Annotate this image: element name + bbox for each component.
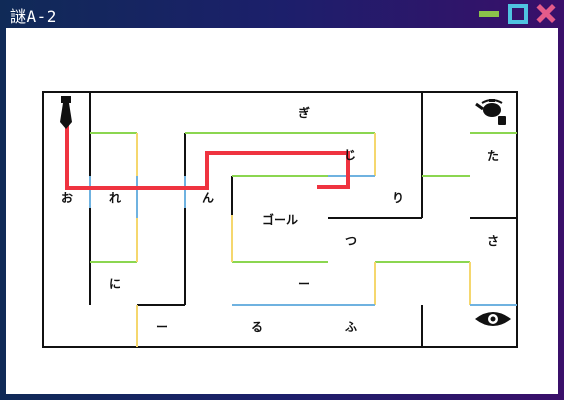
cell-label-re: れ: [109, 191, 121, 205]
cell-label-sa: さ: [487, 234, 499, 248]
maze-blue-lines: [89, 175, 517, 306]
game-canvas: ぎ じ た お れ ん り ゴール つ さ に ー ー る ふ: [6, 28, 558, 394]
minimize-button[interactable]: [478, 4, 499, 24]
close-button[interactable]: [536, 3, 556, 24]
cell-label-dash-mid: ー: [298, 277, 310, 291]
cell-label-ji: じ: [344, 148, 356, 162]
maze-green-lines: [90, 132, 517, 263]
cell-label-ni: に: [109, 277, 121, 291]
maximize-button[interactable]: [508, 4, 528, 24]
cell-label-o: お: [61, 191, 73, 205]
minimize-icon: [479, 11, 499, 17]
maze-yellow-lines: [136, 133, 471, 347]
cell-label-ri: り: [392, 191, 404, 205]
maze-walls: [89, 92, 517, 347]
cell-label-gi: ぎ: [298, 105, 310, 120]
goal-label: ゴール: [262, 212, 298, 227]
window-title: 謎A-2: [10, 7, 57, 26]
teapot-icon[interactable]: [475, 99, 506, 125]
cell-label-tsu: つ: [345, 234, 357, 248]
solution-path: [65, 125, 350, 190]
title-bar[interactable]: 謎A-2: [0, 0, 564, 28]
necktie-icon[interactable]: [60, 96, 72, 129]
cell-label-ru: る: [251, 320, 263, 334]
maze-board: ぎ じ た お れ ん り ゴール つ さ に ー ー る ふ: [42, 91, 518, 348]
eye-icon[interactable]: [475, 312, 511, 326]
cell-label-n: ん: [202, 191, 214, 205]
maze-outer-wall: [42, 91, 518, 348]
cell-label-dash-bottom: ー: [156, 320, 168, 334]
cell-label-fu: ふ: [345, 320, 357, 334]
cell-label-ta: た: [487, 149, 499, 163]
